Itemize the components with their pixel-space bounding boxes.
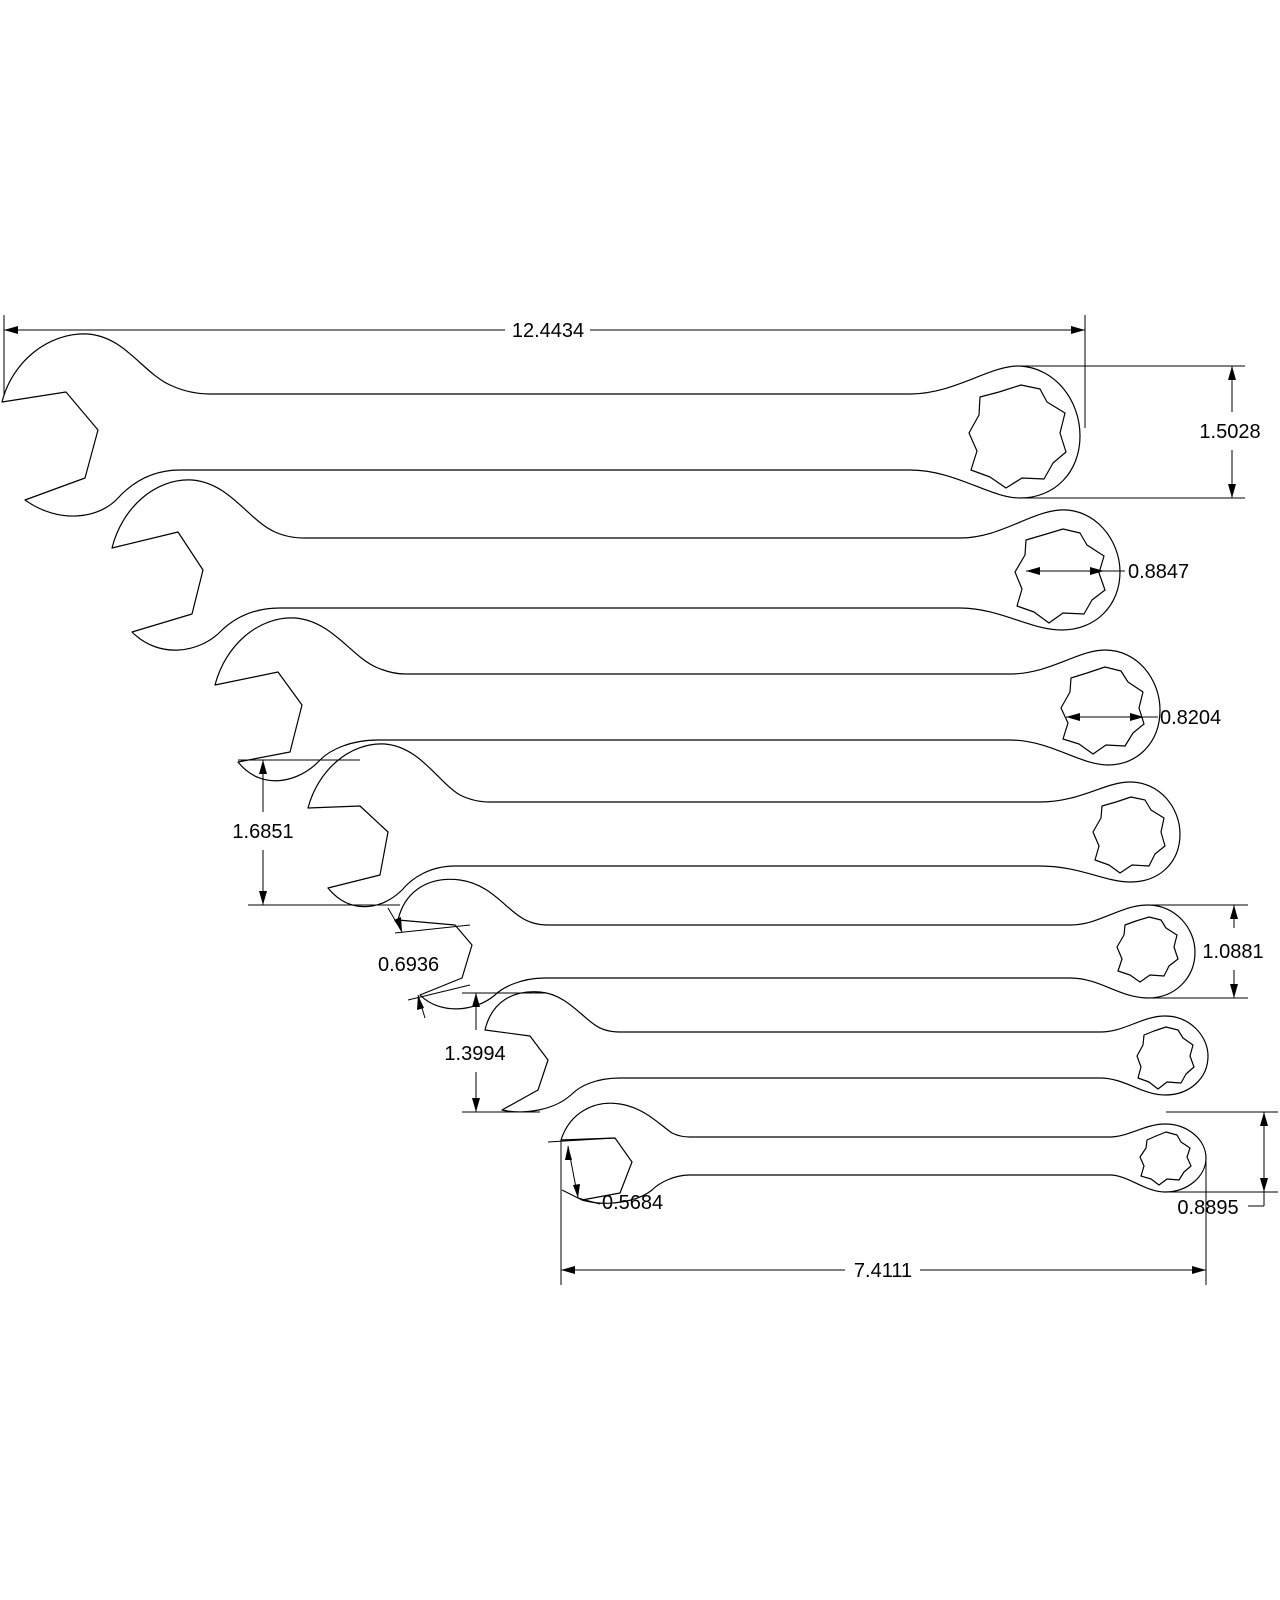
wrench-1-socket: [968, 384, 1067, 489]
dimension-label-ring-width-2: 0.8847: [1128, 561, 1189, 583]
wrench-2-socket: [1014, 528, 1106, 624]
dimension-jaw-height-6: 1.3994: [444, 992, 545, 1113]
dimension-ring-width-2: 0.8847: [1026, 561, 1189, 583]
dimension-ring-height-5: 1.0881: [1148, 904, 1264, 999]
dimension-label-overall-length-small: 7.4111: [854, 1260, 912, 1282]
dimension-label-ring-height-5: 1.0881: [1202, 941, 1263, 963]
dimension-ring-width-3: 0.8204: [1066, 707, 1221, 729]
dimension-jaw-height-4: 1.6851: [232, 759, 400, 906]
wrench-5-socket: [1116, 916, 1179, 983]
dimension-label-jaw-opening-7: 0.5684: [602, 1192, 663, 1214]
wrench-4: [307, 743, 1181, 908]
wrench-3-outline: [214, 617, 1161, 782]
dimension-overall-length-small: 7.4111: [560, 1140, 1207, 1285]
dimension-label-ring-height-1: 1.5028: [1199, 421, 1260, 443]
wrench-2-outline: [111, 479, 1121, 651]
wrench-5-outline: [397, 878, 1196, 1010]
wrench-4-socket: [1092, 796, 1166, 874]
wrench-7: [560, 1102, 1207, 1204]
dimension-lines: 12.4434 1.5028 0.8847 0.8204: [3, 315, 1278, 1285]
wrench-6-outline: [484, 991, 1209, 1113]
dimension-ring-height-7: 0.8895: [1166, 1111, 1278, 1219]
dimension-label-overall-length-large: 12.4434: [512, 320, 584, 342]
wrench-4-outline: [307, 743, 1181, 908]
dimension-ring-height-1: 1.5028: [1020, 365, 1261, 499]
dimension-jaw-opening-5: 0.6936: [378, 907, 471, 1019]
wrench-5: [397, 878, 1196, 1010]
dimension-jaw-opening-7: 0.5684: [547, 1137, 663, 1214]
wrenches: [1, 333, 1209, 1204]
dimension-label-jaw-height-4: 1.6851: [232, 821, 293, 843]
wrench-2: [111, 479, 1121, 651]
wrench-3-socket: [1060, 666, 1145, 755]
dimension-label-jaw-opening-5: 0.6936: [378, 954, 439, 976]
wrench-6: [484, 991, 1209, 1113]
dimension-overall-length-large: 12.4434: [3, 315, 1086, 428]
wrench-7-outline: [560, 1102, 1207, 1204]
wrench-7-socket: [1139, 1131, 1192, 1186]
dimension-label-ring-height-7: 0.8895: [1177, 1197, 1238, 1219]
wrench-1: [1, 333, 1081, 517]
wrench-6-socket: [1136, 1026, 1195, 1090]
wrench-1-outline: [1, 333, 1081, 517]
dimension-label-jaw-height-6: 1.3994: [444, 1043, 505, 1065]
dimension-label-ring-width-3: 0.8204: [1160, 707, 1221, 729]
wrench-3: [214, 617, 1161, 782]
